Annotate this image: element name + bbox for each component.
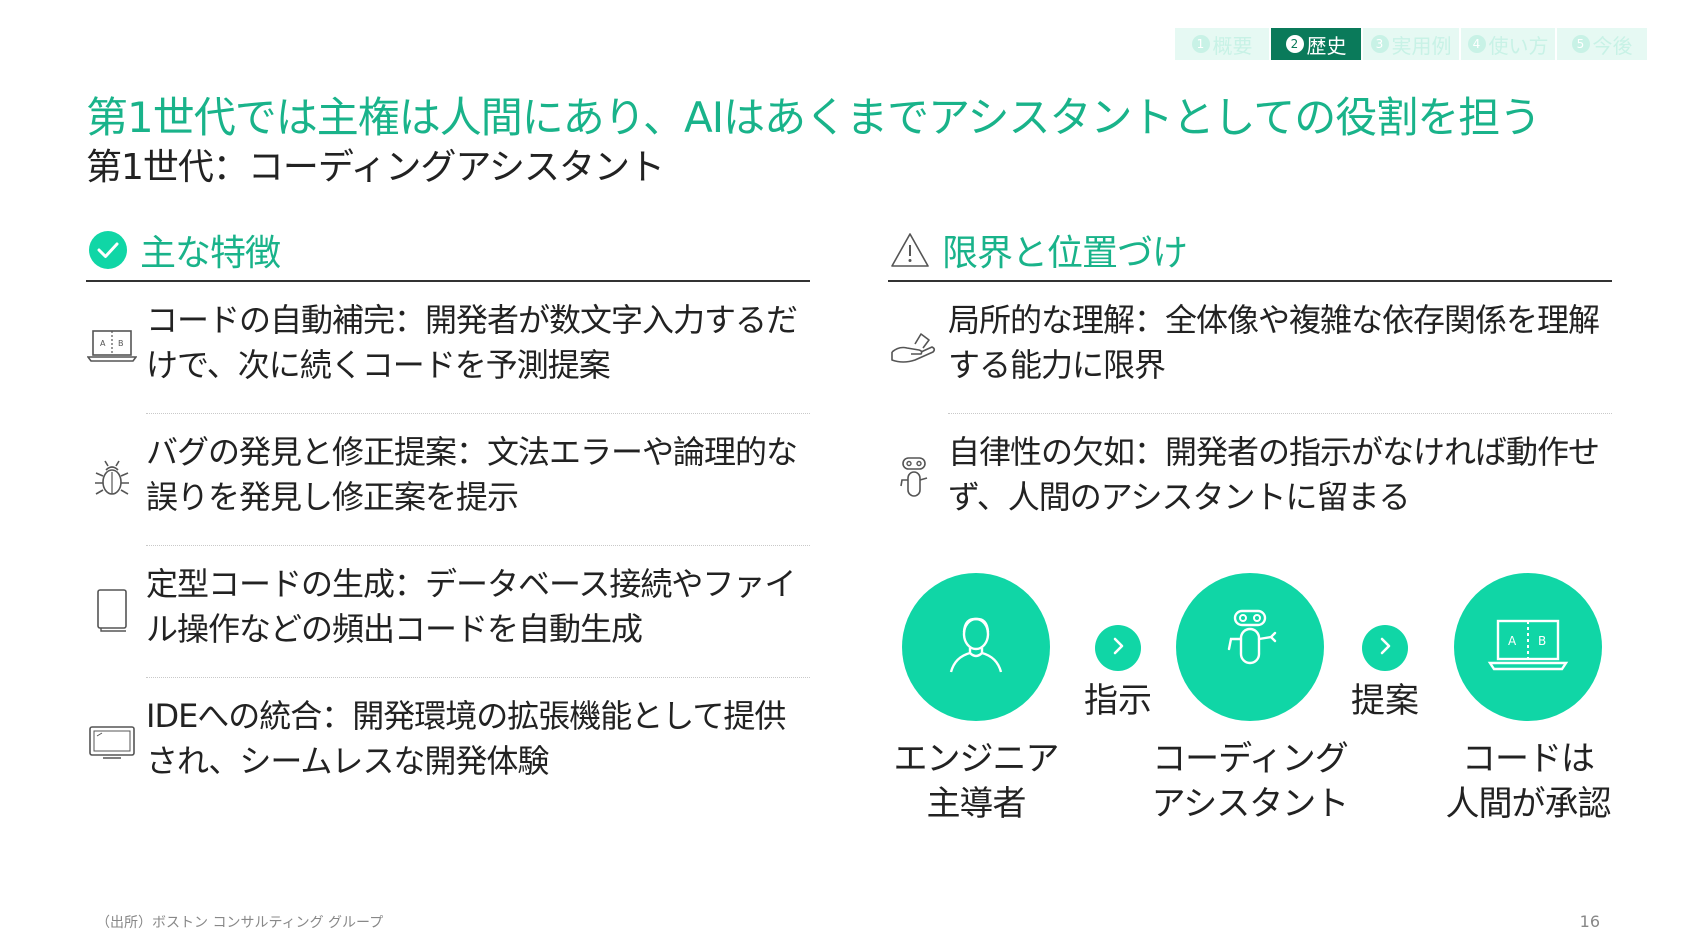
feature-text: コードの自動補完：開発者が数文字入力するだけで、次に続くコードを予測提案 xyxy=(146,301,798,384)
tab-label: 使い方 xyxy=(1488,33,1549,58)
engineer-label: エンジニア主導者 xyxy=(866,737,1086,827)
assistant-node xyxy=(1176,573,1324,721)
tab-number: 3 xyxy=(1370,35,1389,53)
approval-label: コードは人間が承認 xyxy=(1418,737,1638,827)
feature-item: 定型コードの生成：データベース接続やファイル操作などの頻出コードを自動生成 xyxy=(86,546,810,678)
limit-text: 局所的な理解：全体像や複雑な依存関係を理解する能力に限界 xyxy=(948,301,1600,384)
limit-text: 自律性の欠如：開発者の指示がなければ動作せず、人間のアシスタントに留まる xyxy=(948,433,1600,516)
svg-text:B: B xyxy=(118,339,124,348)
tab-number: 2 xyxy=(1285,35,1304,53)
check-circle-icon xyxy=(86,228,130,272)
tab-label: 今後 xyxy=(1592,33,1633,58)
tab-label: 実用例 xyxy=(1391,33,1452,58)
arrow-label-instruct: 指示 xyxy=(1084,681,1152,721)
node-label-line: コードは xyxy=(1462,739,1595,779)
hand-icon xyxy=(888,320,940,372)
arrow-propose xyxy=(1362,625,1408,671)
slide-title: 第1世代では主権は人間にあり、AIはあくまでアシスタントとしての役割を担う xyxy=(86,93,1541,142)
divider xyxy=(146,545,810,546)
chevron-right-icon xyxy=(1107,635,1129,661)
assistant-label: コーディングアシスタント xyxy=(1140,737,1360,827)
node-label-line: コーディング xyxy=(1152,739,1349,779)
feature-text: IDEへの統合：開発環境の拡張機能として提供され、シームレスな開発体験 xyxy=(146,697,786,780)
monitor-icon xyxy=(86,716,138,768)
warning-triangle-icon xyxy=(888,228,932,272)
robot-icon xyxy=(1215,607,1285,687)
svg-text:A: A xyxy=(100,339,106,348)
node-label-line: アシスタント xyxy=(1151,784,1350,824)
robot-icon xyxy=(888,452,940,504)
divider xyxy=(948,413,1612,414)
node-label-line: 主導者 xyxy=(926,784,1027,824)
limits-header: 限界と位置づけ xyxy=(888,220,1612,282)
page-number: 16 xyxy=(1579,912,1600,931)
arrow-label-propose: 提案 xyxy=(1351,681,1419,721)
divider xyxy=(146,677,810,678)
source-note: （出所）ボストン コンサルティング グループ xyxy=(96,915,384,931)
tab-number: 1 xyxy=(1191,35,1210,53)
tab-label: 歴史 xyxy=(1306,33,1347,58)
node-label-line: エンジニア xyxy=(893,739,1060,779)
tab-number: 4 xyxy=(1467,35,1486,53)
features-heading: 主な特徴 xyxy=(140,233,281,274)
node-label-line: 人間が承認 xyxy=(1445,784,1612,824)
features-header: 主な特徴 xyxy=(86,220,810,282)
engineer-node xyxy=(902,573,1050,721)
svg-text:A: A xyxy=(1508,634,1517,648)
limit-item: 自律性の欠如：開発者の指示がなければ動作せず、人間のアシスタントに留まる xyxy=(888,414,1612,546)
tab-label: 概要 xyxy=(1212,33,1253,58)
arrow-instruct xyxy=(1095,625,1141,671)
slide-subtitle: 第1世代：コーディングアシスタント xyxy=(86,147,665,188)
limits-column: 限界と位置づけ 局所的な理解：全体像や複雑な依存関係を理解する能力に限界 自律性… xyxy=(888,220,1612,546)
divider xyxy=(146,413,810,414)
feature-item: IDEへの統合：開発環境の拡張機能として提供され、シームレスな開発体験 xyxy=(86,678,810,810)
feature-text: 定型コードの生成：データベース接続やファイル操作などの頻出コードを自動生成 xyxy=(146,565,796,648)
chevron-right-icon xyxy=(1374,635,1396,661)
bug-icon xyxy=(86,452,138,504)
limit-item: 局所的な理解：全体像や複雑な依存関係を理解する能力に限界 xyxy=(888,282,1612,414)
feature-item: バグの発見と修正提案：文法エラーや論理的な誤りを発見し修正案を提示 xyxy=(86,414,810,546)
document-icon xyxy=(86,584,138,636)
person-icon xyxy=(941,610,1011,684)
feature-text: バグの発見と修正提案：文法エラーや論理的な誤りを発見し修正案を提示 xyxy=(146,433,798,516)
svg-text:B: B xyxy=(1538,634,1546,648)
tab-number: 5 xyxy=(1571,35,1590,53)
limits-heading: 限界と位置づけ xyxy=(942,233,1188,274)
